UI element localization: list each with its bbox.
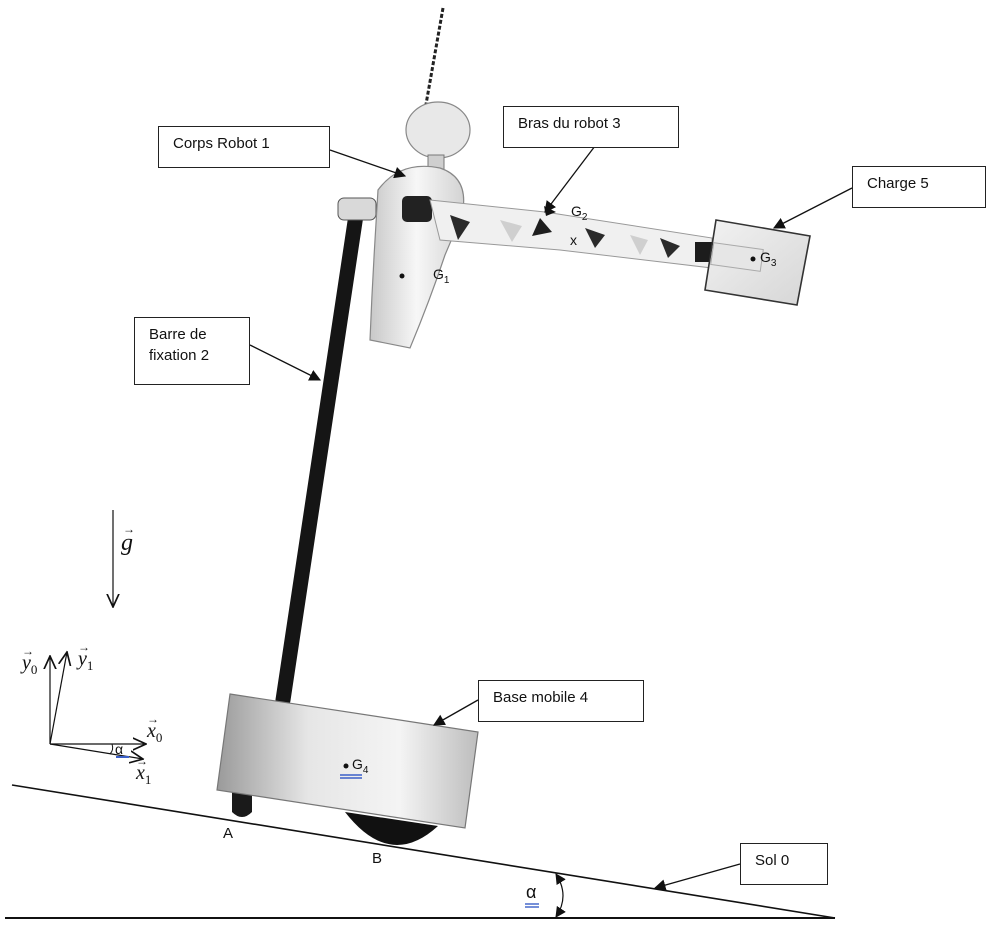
- inclined-ground-line: [11, 784, 836, 919]
- label-vector-y1: →y1: [78, 640, 94, 673]
- g1-dot: [399, 273, 405, 279]
- g3-dot: [750, 256, 756, 262]
- callout-base-mobile: Base mobile 4: [478, 680, 644, 722]
- fixation-bar: [275, 207, 364, 708]
- shoulder-joint: [402, 196, 432, 222]
- y1-axis: [49, 652, 67, 745]
- leader-base: [432, 699, 479, 726]
- g4-dot: [343, 763, 349, 769]
- antenna: [423, 7, 445, 111]
- label-vector-g: →g: [121, 522, 135, 556]
- leader-corps: [329, 149, 407, 179]
- label-g3: G3: [760, 249, 777, 269]
- label-point-a: A: [223, 825, 234, 842]
- leader-bras: [544, 145, 596, 213]
- robot-head: [405, 101, 471, 159]
- front-wheel: [345, 812, 438, 845]
- callout-sol: Sol 0: [740, 843, 828, 885]
- label-x-mark: x: [570, 232, 577, 248]
- barre-line-1: Barre de: [149, 326, 207, 343]
- label-vector-x1: →x1: [136, 754, 152, 787]
- label-g2: G2: [571, 203, 588, 223]
- ground-angle-arc: [555, 873, 566, 918]
- leader-charge: [772, 187, 853, 229]
- label-g4: G4: [352, 756, 369, 776]
- callout-corps-robot: Corps Robot 1: [158, 126, 330, 168]
- callout-charge: Charge 5: [852, 166, 986, 208]
- barre-line-2: fixation 2: [149, 347, 210, 364]
- gripper: [710, 242, 764, 272]
- callout-bras-robot: Bras du robot 3: [503, 106, 679, 148]
- mobile-base: [216, 693, 479, 829]
- leader-barre: [249, 344, 322, 381]
- rear-wheel: [232, 790, 252, 817]
- label-alpha-frame: α: [115, 741, 124, 757]
- label-vector-y0: →y0: [22, 644, 38, 677]
- label-point-b: B: [372, 850, 383, 867]
- callout-barre-fixation: Barre de fixation 2: [134, 317, 250, 385]
- label-vector-x0: →x0: [147, 712, 163, 745]
- label-alpha-ground: α: [526, 882, 537, 902]
- frame-angle-arc: [109, 743, 114, 755]
- x1-axis: [49, 743, 143, 759]
- label-g1: G1: [433, 266, 450, 286]
- robot-body: [369, 165, 465, 349]
- bar-clamp: [337, 197, 377, 221]
- leader-sol: [653, 863, 741, 891]
